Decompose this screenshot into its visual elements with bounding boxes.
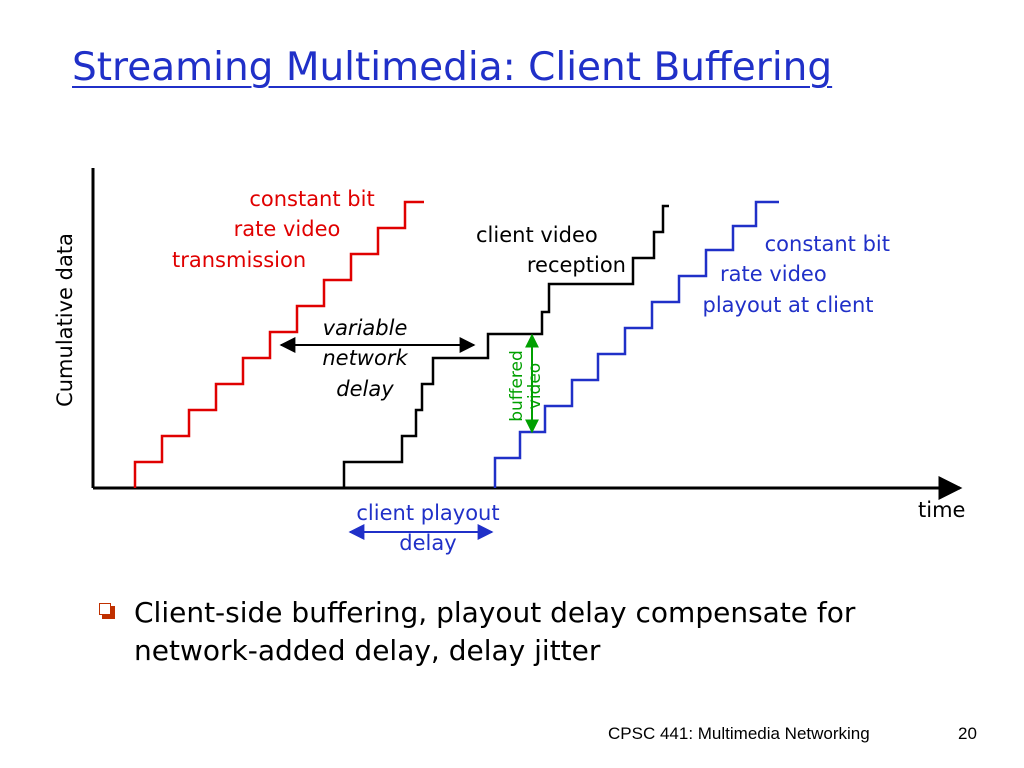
playout-label: constant bit rate video playout at clien… xyxy=(702,232,891,317)
network-delay-label: variable network delay xyxy=(322,316,408,401)
reception-staircase xyxy=(342,204,669,488)
y-axis-label: Cumulative data xyxy=(53,233,77,407)
footer-course: CPSC 441: Multimedia Networking xyxy=(608,724,870,743)
x-axis-label: time xyxy=(918,498,966,522)
reception-label: client video reception xyxy=(476,223,626,278)
bullet-marker-icon xyxy=(99,603,115,619)
transmission-label: constant bit rate video transmission xyxy=(172,187,375,272)
buffering-diagram xyxy=(91,168,963,540)
bullet-text: Client-side buffering, playout delay com… xyxy=(134,596,856,667)
buffered-video-label: buffered video xyxy=(507,350,545,422)
slide-title: Streaming Multimedia: Client Buffering xyxy=(72,45,833,90)
transmission-staircase xyxy=(133,200,424,488)
page-number: 20 xyxy=(958,724,977,743)
playout-delay-label: client playout delay xyxy=(356,501,500,556)
